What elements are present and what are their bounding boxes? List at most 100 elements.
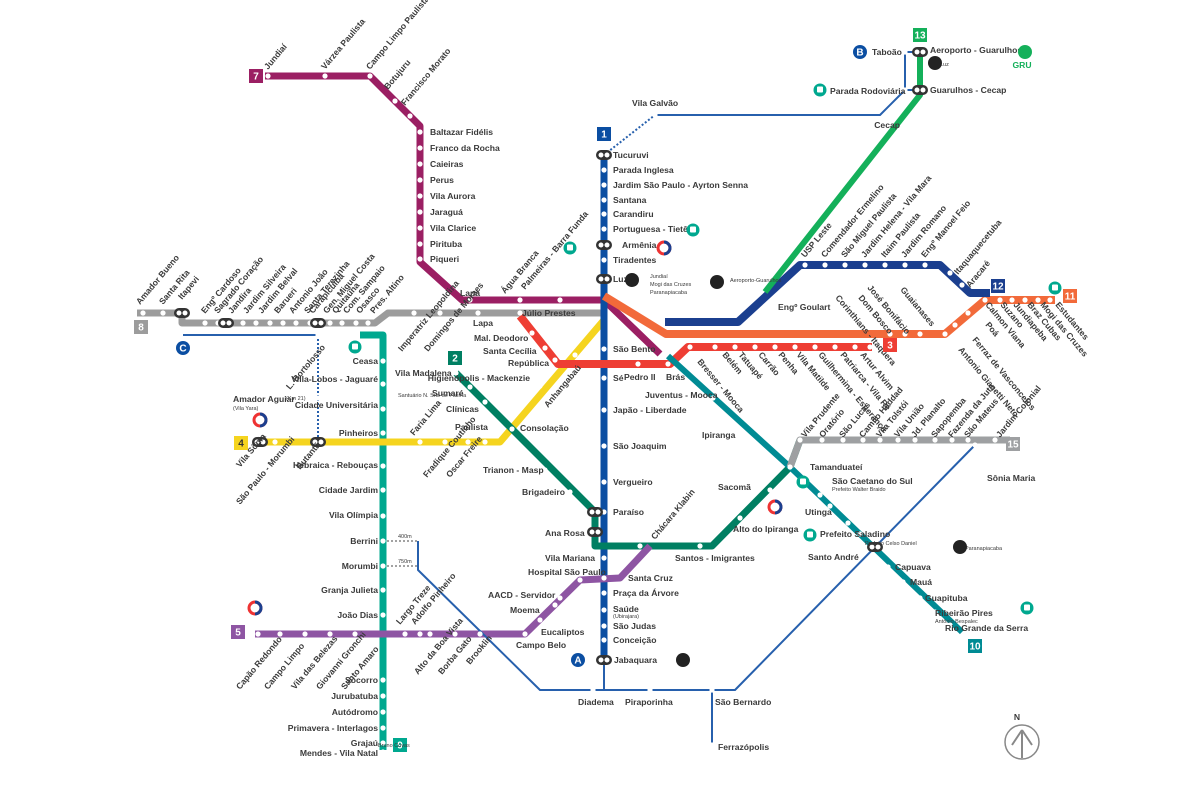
station-dot[interactable] xyxy=(407,113,413,119)
station-dot[interactable] xyxy=(687,344,693,350)
station-label[interactable]: Ceasa xyxy=(353,356,379,366)
station-dot[interactable] xyxy=(827,503,833,509)
station-dot[interactable] xyxy=(417,631,423,637)
station-dot[interactable] xyxy=(601,211,607,217)
station-dot[interactable] xyxy=(601,182,607,188)
station-dot[interactable] xyxy=(417,129,423,135)
station-dot[interactable] xyxy=(253,320,259,326)
station-dot[interactable] xyxy=(552,602,558,608)
station-label[interactable]: São Bernardo xyxy=(715,697,771,707)
station-dot[interactable] xyxy=(860,437,866,443)
station-dot[interactable] xyxy=(737,515,743,521)
station-dot[interactable] xyxy=(732,344,738,350)
station-dot[interactable] xyxy=(992,437,998,443)
station-dot[interactable] xyxy=(380,487,386,493)
station-label[interactable]: Chácara Klabin xyxy=(649,487,697,541)
station-label[interactable]: Tucuruvi xyxy=(613,150,649,160)
station-dot[interactable] xyxy=(947,622,953,628)
station-label[interactable]: São Judas xyxy=(613,621,656,631)
station-dot[interactable] xyxy=(417,145,423,151)
station-dot[interactable] xyxy=(160,310,166,316)
station-label[interactable]: Capuava xyxy=(895,562,931,572)
station-dot[interactable] xyxy=(352,631,358,637)
station-dot[interactable] xyxy=(327,320,333,326)
station-label[interactable]: Consolação xyxy=(520,423,569,433)
station-dot[interactable] xyxy=(857,531,863,537)
station-dot[interactable] xyxy=(475,310,481,316)
station-dot[interactable] xyxy=(272,439,278,445)
station-dot[interactable] xyxy=(812,344,818,350)
station-label[interactable]: Santos - Imigrantes xyxy=(675,553,755,563)
station-dot[interactable] xyxy=(315,332,321,338)
station-label[interactable]: Parada Rodoviária xyxy=(830,86,906,96)
line-badge-1[interactable]: 1 xyxy=(597,127,611,141)
station-label[interactable]: Clínicas xyxy=(446,404,479,414)
station-label[interactable]: Ribeirão Pires xyxy=(935,608,993,618)
station-dot[interactable] xyxy=(542,345,548,351)
station-dot[interactable] xyxy=(912,437,918,443)
station-dot[interactable] xyxy=(380,587,386,593)
station-label[interactable]: Botujuru xyxy=(382,57,413,91)
station-dot[interactable] xyxy=(380,677,386,683)
station-label[interactable]: São Joaquim xyxy=(613,441,667,451)
station-label[interactable]: Vila Clarice xyxy=(430,223,476,233)
station-dot[interactable] xyxy=(380,563,386,569)
station-label[interactable]: Luz xyxy=(613,274,628,284)
station-dot[interactable] xyxy=(529,330,535,336)
station-dot[interactable] xyxy=(902,87,908,93)
station-dot[interactable] xyxy=(240,320,246,326)
station-dot[interactable] xyxy=(365,320,371,326)
station-dot[interactable] xyxy=(1009,297,1015,303)
line-badge-11[interactable]: 11 xyxy=(1063,289,1077,303)
line-badge-3[interactable]: 3 xyxy=(883,338,897,352)
station-dot[interactable] xyxy=(887,331,893,337)
station-label[interactable]: Vila Aurora xyxy=(430,191,476,201)
station-dot[interactable] xyxy=(417,177,423,183)
station-label[interactable]: Juventus - Mooca xyxy=(645,390,718,400)
station-label[interactable]: Francisco Morato xyxy=(399,46,453,107)
station-label[interactable]: Paraíso xyxy=(613,507,644,517)
station-label[interactable]: Piqueri xyxy=(430,254,459,264)
station-dot[interactable] xyxy=(380,538,386,544)
station-dot[interactable] xyxy=(882,262,888,268)
station-label[interactable]: Saúde xyxy=(613,604,639,614)
station-label[interactable]: Amador Aguiar xyxy=(233,394,295,404)
station-dot[interactable] xyxy=(709,742,715,748)
station-label[interactable]: Aeroporto - Guarulhos xyxy=(930,45,1022,55)
station-dot[interactable] xyxy=(652,112,658,118)
station-label[interactable]: Várzea Paulista xyxy=(319,16,367,71)
station-dot[interactable] xyxy=(885,564,891,570)
station-label[interactable]: Cidade Jardim xyxy=(319,485,379,495)
station-label[interactable]: Baltazar Fidélis xyxy=(430,127,493,137)
station-dot[interactable] xyxy=(601,375,607,381)
station-dot[interactable] xyxy=(647,687,653,693)
station-dot[interactable] xyxy=(802,262,808,268)
station-label[interactable]: Piraporinha xyxy=(625,697,673,707)
station-dot[interactable] xyxy=(845,520,851,526)
station-dot[interactable] xyxy=(1047,297,1053,303)
station-label[interactable]: Socorro xyxy=(345,675,378,685)
station-dot[interactable] xyxy=(557,297,563,303)
station-label[interactable]: Faria Lima xyxy=(408,398,443,438)
station-label[interactable]: Lapa xyxy=(473,318,493,328)
station-dot[interactable] xyxy=(467,384,473,390)
station-label[interactable]: João Dias xyxy=(337,610,378,620)
station-dot[interactable] xyxy=(392,98,398,104)
station-label[interactable]: Campo Belo xyxy=(516,640,566,650)
station-dot[interactable] xyxy=(417,209,423,215)
line-badge-7[interactable]: 7 xyxy=(249,69,263,83)
station-dot[interactable] xyxy=(601,167,607,173)
station-dot[interactable] xyxy=(322,73,328,79)
station-dot[interactable] xyxy=(965,437,971,443)
station-dot[interactable] xyxy=(572,352,578,358)
line-badge-B[interactable]: B xyxy=(853,45,867,59)
station-dot[interactable] xyxy=(601,197,607,203)
line-badge-9[interactable]: 9 xyxy=(393,738,407,752)
station-dot[interactable] xyxy=(315,395,321,401)
station-label[interactable]: Jabaquara xyxy=(614,655,657,665)
station-dot[interactable] xyxy=(739,431,745,437)
station-dot[interactable] xyxy=(380,430,386,436)
station-dot[interactable] xyxy=(577,577,583,583)
station-dot[interactable] xyxy=(819,437,825,443)
station-label[interactable]: Campo Limpo Paulista xyxy=(364,0,431,71)
